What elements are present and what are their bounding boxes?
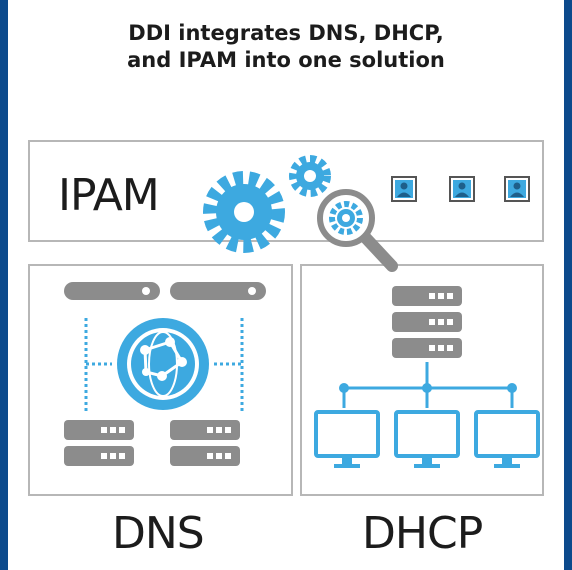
dhcp-label: DHCP	[362, 508, 483, 559]
headline-line-2: and IPAM into one solution	[127, 48, 445, 72]
dhcp-server-icon	[392, 286, 462, 358]
small-gear-icon	[289, 155, 331, 197]
network-node-dots	[339, 383, 517, 393]
dns-server-right	[170, 420, 240, 466]
monitor-icon	[394, 410, 460, 470]
diagram-headline: DDI integrates DNS, DHCP, and IPAM into …	[0, 20, 572, 74]
ipam-label: IPAM	[58, 170, 160, 221]
large-gear-icon	[203, 171, 285, 253]
user-icon	[504, 176, 530, 202]
headline-line-1: DDI integrates DNS, DHCP,	[128, 21, 444, 45]
dns-top-bar-right	[170, 282, 266, 300]
dns-label: DNS	[112, 508, 205, 559]
globe-icon	[117, 318, 209, 410]
dns-server-left	[64, 420, 134, 466]
user-icon	[391, 176, 417, 202]
user-icon	[449, 176, 475, 202]
monitor-icon	[314, 410, 380, 470]
magnifier-icon	[317, 189, 398, 272]
dns-connector-lines	[84, 318, 244, 412]
dns-top-bar-left	[64, 282, 160, 300]
monitor-icon	[474, 410, 540, 470]
